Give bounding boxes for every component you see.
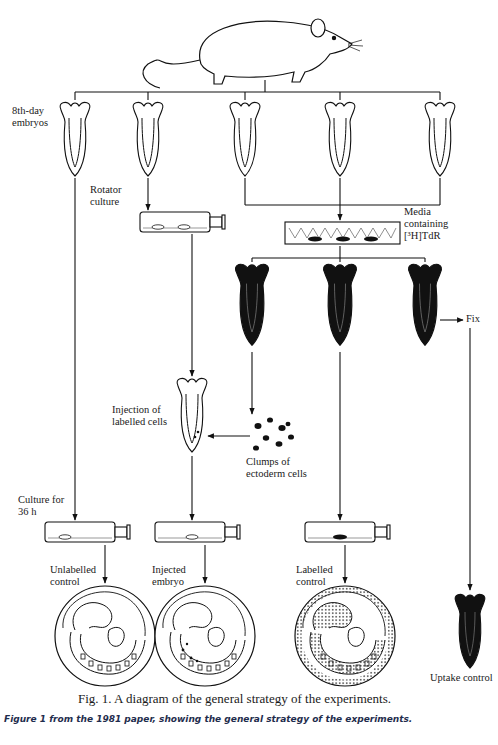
rotator-bottle-part bbox=[152, 225, 164, 229]
day8-embryos-part bbox=[133, 103, 163, 176]
unlabelled-control-conceptus-part bbox=[55, 586, 155, 686]
labelling-dish-part bbox=[336, 237, 350, 242]
mouse-drawing-part bbox=[311, 19, 325, 37]
labelling-dish-part bbox=[364, 237, 378, 242]
ectoderm-clumps-part bbox=[253, 445, 259, 450]
mouse-drawing-part bbox=[143, 60, 200, 88]
culture-bottles-part bbox=[305, 522, 390, 542]
day8-embryos-part bbox=[325, 103, 355, 176]
result-label: Unlabelled control bbox=[50, 564, 102, 588]
culture-bottles-part-part bbox=[155, 522, 240, 542]
flow-arrows-part bbox=[339, 352, 340, 520]
ectoderm-clumps-part bbox=[267, 417, 273, 422]
ectoderm-clumps-part bbox=[278, 425, 285, 431]
flow-arrows-part bbox=[104, 545, 105, 583]
labelling-dish bbox=[285, 222, 400, 244]
labelled-control-conceptus-part bbox=[310, 632, 385, 674]
stage-label: 8th-day embryos bbox=[12, 105, 58, 129]
rotator-bottle-part bbox=[178, 225, 190, 229]
unlabelled-control-conceptus bbox=[55, 586, 155, 686]
ectoderm-clumps-part bbox=[263, 435, 269, 441]
labelled-embryos bbox=[236, 264, 442, 345]
flow-arrows-part bbox=[147, 178, 148, 210]
uptake-control-embryo-part bbox=[455, 595, 485, 668]
labelling-dish-part bbox=[289, 228, 396, 238]
culture-bottles-part bbox=[155, 522, 240, 542]
labelled-control-conceptus-part bbox=[299, 590, 392, 683]
cells-label: Clumps of ectoderm cells bbox=[246, 456, 316, 480]
flow-arrows-part bbox=[208, 435, 250, 436]
injected-embryo-day8-part bbox=[177, 379, 207, 452]
injected-conceptus-part bbox=[182, 649, 185, 652]
injected-conceptus-part bbox=[196, 660, 198, 662]
mouse-drawing-part bbox=[332, 36, 335, 39]
culture-bottles-part-part bbox=[333, 535, 347, 540]
day8-embryos-part bbox=[60, 103, 90, 176]
step-label: Injection of labelled cells bbox=[112, 404, 176, 428]
flow-arrows-part bbox=[74, 178, 75, 520]
labelled-control-conceptus-part bbox=[295, 586, 395, 686]
rotator-bottle-part bbox=[140, 212, 225, 232]
labelling-dish-part bbox=[308, 237, 322, 242]
injected-embryo-day8-part bbox=[194, 436, 197, 439]
ectoderm-clumps-part bbox=[255, 423, 262, 429]
ectoderm-clumps-part bbox=[286, 422, 291, 426]
culture-bottles-part-part bbox=[186, 535, 198, 539]
day8-embryos-part bbox=[230, 103, 260, 176]
flow-arrows-part bbox=[469, 328, 470, 590]
ectoderm-clumps-part bbox=[288, 434, 294, 439]
flow-arrows-part bbox=[251, 352, 252, 414]
medium-label: Media containing [³H]TdR bbox=[404, 206, 466, 242]
flow-arrows-part bbox=[344, 545, 345, 583]
flow-arrows-part bbox=[191, 456, 192, 520]
page-caption: Figure 1 from the 1981 paper, showing th… bbox=[4, 714, 496, 724]
labelling-dish-part bbox=[285, 222, 400, 244]
mouse-drawing-part bbox=[200, 21, 352, 84]
culture-bottles-part-part bbox=[305, 522, 390, 542]
culture-bottles-part bbox=[45, 522, 130, 542]
flow-arrows-part bbox=[204, 545, 205, 583]
flow-arrows bbox=[75, 178, 470, 590]
injected-conceptus-part bbox=[186, 643, 188, 645]
injected-conceptus bbox=[155, 586, 255, 686]
culture-bottles-part-part bbox=[59, 535, 71, 539]
culture-bottles-part-part bbox=[45, 522, 130, 542]
injected-conceptus-part bbox=[155, 586, 255, 686]
step-label: Rotator culture bbox=[90, 184, 134, 208]
branch-lines-part bbox=[245, 178, 440, 205]
day8-embryos bbox=[60, 103, 455, 176]
step-label: Fix bbox=[466, 313, 496, 325]
injected-embryo-day8-part bbox=[197, 431, 200, 434]
result-label: Injected embryo bbox=[152, 564, 200, 588]
rotator-bottle bbox=[140, 212, 225, 232]
ectoderm-clumps-part bbox=[276, 441, 283, 447]
labelled-embryos-part bbox=[409, 264, 442, 345]
result-label: Uptake control bbox=[430, 672, 498, 684]
day8-embryos-part bbox=[425, 103, 455, 176]
mouse-drawing bbox=[143, 19, 363, 88]
labelled-control-conceptus bbox=[295, 586, 395, 686]
figure-caption: Fig. 1. A diagram of the general strateg… bbox=[78, 692, 493, 707]
branch-lines-part bbox=[252, 246, 425, 262]
injected-conceptus-part bbox=[190, 657, 193, 660]
injected-embryo-day8 bbox=[177, 379, 207, 452]
flow-arrows-part bbox=[339, 205, 340, 220]
branch-lines bbox=[75, 80, 440, 262]
ectoderm-clumps bbox=[253, 417, 294, 450]
mouse-drawing-part bbox=[348, 40, 363, 51]
uptake-control-embryo bbox=[455, 595, 485, 668]
labelled-control-conceptus-part bbox=[313, 603, 352, 630]
labelled-embryos-part bbox=[236, 264, 269, 345]
labelled-embryos-part bbox=[324, 264, 357, 345]
flow-arrows-part bbox=[440, 319, 463, 320]
flow-arrows-part bbox=[191, 234, 192, 376]
step-label: Culture for 36 h bbox=[18, 494, 72, 518]
result-label: Labelled control bbox=[296, 564, 342, 588]
branch-lines-part bbox=[75, 80, 440, 100]
culture-bottles bbox=[45, 522, 390, 542]
